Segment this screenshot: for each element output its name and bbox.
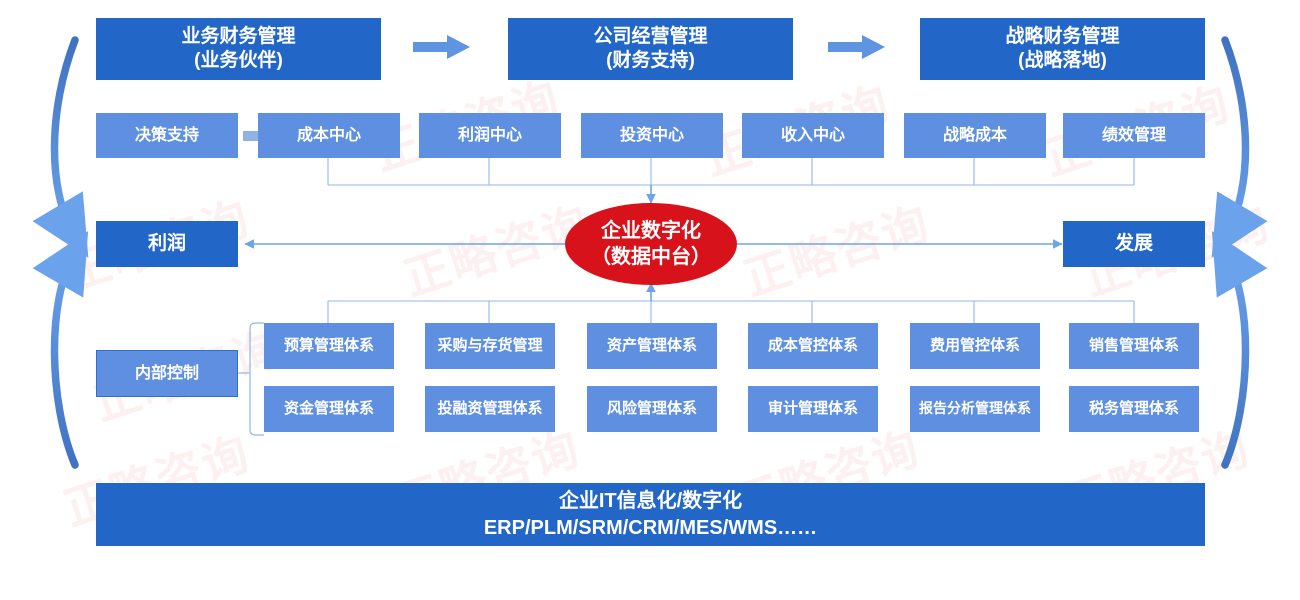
top-box-line1: 战略财务管理: [1005, 26, 1120, 48]
system-box-risk[interactable]: 风险管理体系: [587, 386, 717, 432]
center-box-profit-center[interactable]: 利润中心: [419, 113, 561, 158]
system-box-investment-financing[interactable]: 投融资管理体系: [425, 386, 555, 432]
center-box-cost-center[interactable]: 成本中心: [258, 113, 400, 158]
system-box-tax[interactable]: 税务管理体系: [1069, 386, 1199, 432]
center-box-performance-management[interactable]: 绩效管理: [1063, 113, 1205, 158]
top-box-line1: 业务财务管理: [181, 26, 296, 48]
top-box-line1: 公司经营管理: [593, 26, 708, 48]
center-box-investment-center[interactable]: 投资中心: [581, 113, 723, 158]
curved-arrow-down-icon: [1211, 36, 1268, 258]
curved-arrow-down-icon: [32, 36, 89, 258]
center-box-revenue-center[interactable]: 收入中心: [742, 113, 884, 158]
left-node-profit[interactable]: 利润: [96, 221, 238, 267]
top-box-line2: (业务伙伴): [194, 50, 283, 71]
watermark: 正略咨询: [737, 196, 937, 306]
top-box-line2: (财务支持): [606, 50, 695, 71]
system-box-budget[interactable]: 预算管理体系: [264, 323, 394, 369]
system-box-report-analysis[interactable]: 报告分析管理体系: [910, 386, 1040, 432]
right-node-development[interactable]: 发展: [1063, 221, 1205, 267]
hub-enterprise-digitalization[interactable]: 企业数字化 （数据中台）: [565, 203, 737, 285]
system-box-funds[interactable]: 资金管理体系: [264, 386, 394, 432]
top-box-strategic-finance[interactable]: 战略财务管理 (战略落地): [920, 18, 1205, 80]
footer-banner-it-digitalization[interactable]: 企业IT信息化/数字化 ERP/PLM/SRM/CRM/MES/WMS……: [96, 483, 1205, 546]
hub-line1: 企业数字化: [601, 220, 701, 242]
top-box-business-finance[interactable]: 业务财务管理 (业务伙伴): [96, 18, 381, 80]
footer-banner-line2: ERP/PLM/SRM/CRM/MES/WMS……: [483, 516, 818, 539]
system-box-audit[interactable]: 审计管理体系: [748, 386, 878, 432]
top-box-line2: (战略落地): [1018, 50, 1107, 71]
curved-arrow-up-icon: [1211, 231, 1268, 469]
internal-control-box[interactable]: 内部控制: [96, 350, 238, 397]
curved-arrow-up-icon: [32, 231, 89, 469]
footer-banner-line1: 企业IT信息化/数字化: [558, 489, 743, 512]
system-box-asset[interactable]: 资产管理体系: [587, 323, 717, 369]
center-box-strategic-cost[interactable]: 战略成本: [904, 113, 1046, 158]
hub-line2: （数据中台）: [591, 246, 711, 268]
system-box-procurement-inventory[interactable]: 采购与存货管理: [425, 323, 555, 369]
system-box-cost-control[interactable]: 成本管控体系: [748, 323, 878, 369]
system-box-sales[interactable]: 销售管理体系: [1069, 323, 1199, 369]
center-box-decision-support[interactable]: 决策支持: [96, 113, 238, 158]
system-box-expense-control[interactable]: 费用管控体系: [910, 323, 1040, 369]
top-box-company-operation[interactable]: 公司经营管理 (财务支持): [508, 18, 793, 80]
